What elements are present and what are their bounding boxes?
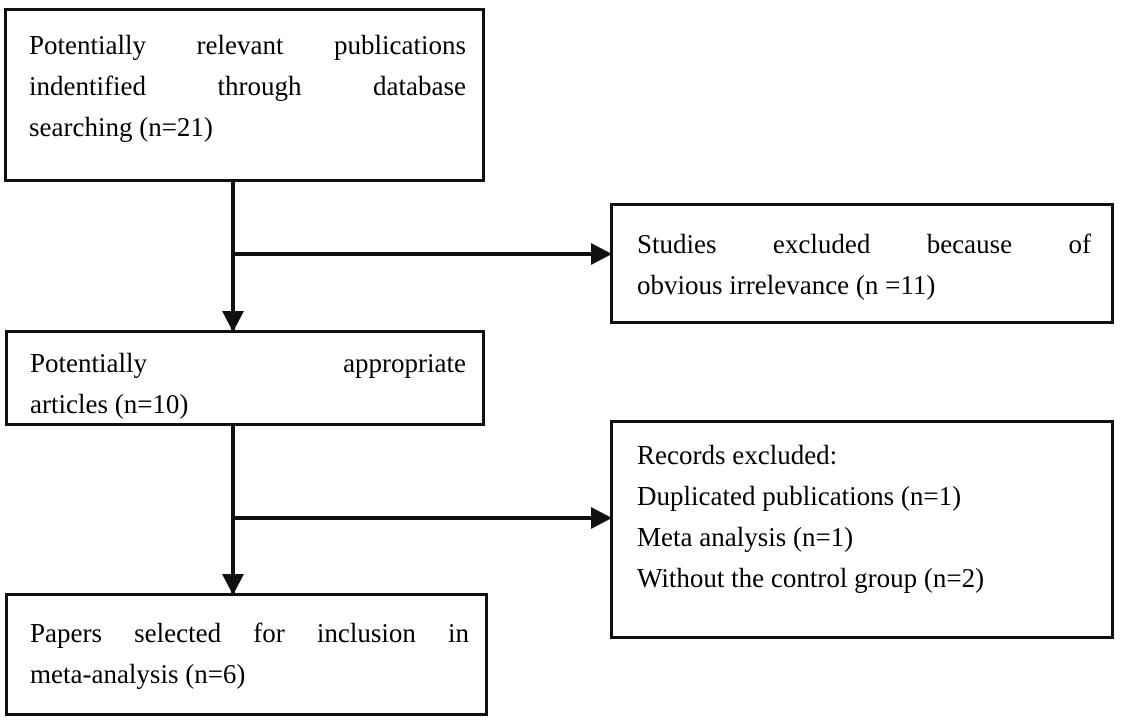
arrowhead-down-icon (222, 311, 244, 332)
text-line: Duplicated publications (n=1) (637, 481, 962, 511)
connector-appropriate-to-selected-line (231, 426, 235, 593)
node-appropriate-articles-text: Potentially appropriate articles (n=10) (30, 343, 466, 425)
text-word: Studies (637, 229, 717, 259)
text-word: meta-analysis (n=6) (30, 659, 246, 689)
node-records-excluded-text: Records excluded: Duplicated publication… (637, 435, 1091, 599)
connector-identified-to-irrelevance-line (233, 252, 593, 256)
text-line: meta-analysis (n=6) (30, 654, 469, 695)
text-word: for (253, 618, 285, 648)
text-line: indentified through database (29, 66, 466, 107)
text-word: indentified (29, 71, 146, 101)
connector-appropriate-to-records-line (233, 516, 593, 520)
text-word: of (1068, 229, 1092, 259)
arrowhead-right-icon (591, 507, 612, 529)
text-word: searching (n=21) (29, 112, 213, 142)
text-word: excluded (772, 229, 871, 259)
node-papers-selected-text: Papers selected for inclusion in meta-an… (30, 613, 469, 695)
text-word: database (373, 71, 466, 101)
text-word: appropriate (343, 348, 466, 378)
node-identified-publications: Potentially relevant publications indent… (4, 8, 485, 182)
node-appropriate-articles: Potentially appropriate articles (n=10) (5, 330, 485, 426)
text-line: obvious irrelevance (n =11) (637, 265, 1091, 306)
text-word: obvious irrelevance (n =11) (637, 270, 936, 300)
text-word: Potentially (30, 348, 147, 378)
text-word: Papers (30, 618, 102, 648)
text-line: Without the control group (n=2) (637, 563, 985, 593)
node-identified-publications-text: Potentially relevant publications indent… (29, 25, 466, 148)
text-line: Potentially appropriate (30, 343, 466, 384)
node-papers-selected: Papers selected for inclusion in meta-an… (5, 593, 488, 716)
connector-identified-to-appropriate-line (231, 182, 235, 330)
node-studies-excluded-irrelevance-text: Studies excluded because of obvious irre… (637, 224, 1091, 306)
text-line: articles (n=10) (30, 384, 466, 425)
arrowhead-down-icon (222, 574, 244, 595)
node-records-excluded: Records excluded: Duplicated publication… (610, 420, 1114, 639)
text-line: searching (n=21) (29, 107, 466, 148)
text-word: Potentially (29, 30, 146, 60)
text-word: publications (334, 30, 466, 60)
text-word: selected (134, 618, 222, 648)
text-word: in (447, 618, 469, 648)
text-word: through (217, 71, 302, 101)
text-line: Potentially relevant publications (29, 25, 466, 66)
text-word: because (926, 229, 1013, 259)
text-word: inclusion (316, 618, 416, 648)
text-word: relevant (196, 30, 284, 60)
text-line: Records excluded: (637, 440, 838, 470)
text-line: Studies excluded because of (637, 224, 1091, 265)
node-studies-excluded-irrelevance: Studies excluded because of obvious irre… (610, 203, 1114, 324)
arrowhead-right-icon (591, 243, 612, 265)
text-line: Papers selected for inclusion in (30, 613, 469, 654)
text-line: Meta analysis (n=1) (637, 522, 854, 552)
text-word: articles (n=10) (30, 389, 189, 419)
